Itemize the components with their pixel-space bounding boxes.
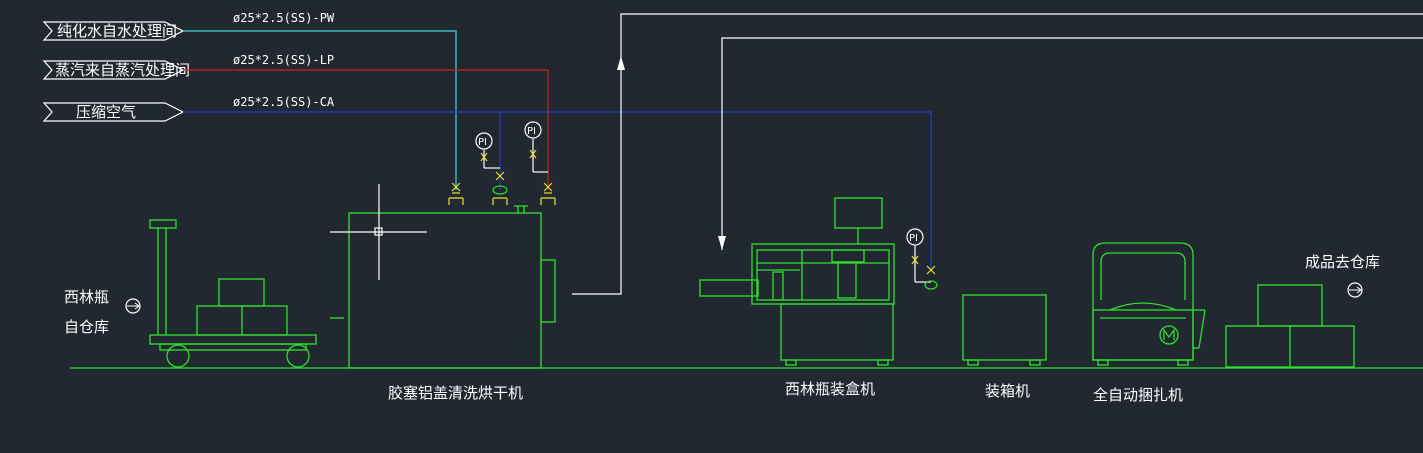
label-washer: 胶塞铝盖清洗烘干机: [388, 384, 523, 402]
pressure-indicator-1: PI: [475, 132, 500, 169]
washer-dryer-machine: [330, 205, 556, 369]
transfer-line-1: [572, 13, 1423, 295]
valve-pw: [448, 182, 464, 205]
valve-lp: [540, 182, 556, 205]
transfer-line-2: [721, 37, 1423, 250]
source-tag-lp: 蒸汽来自蒸汽处理间: [42, 60, 190, 80]
label-caser: 装箱机: [985, 382, 1030, 400]
pipe-ca: [183, 111, 932, 270]
source-label-ca: 压缩空气: [76, 103, 136, 121]
pipe-pw: [183, 30, 457, 190]
label-vial-from-store-1: 西林瓶: [64, 288, 109, 306]
valve-ca: [492, 171, 508, 205]
circle-marker-left-icon: [125, 298, 141, 314]
pipe-spec-ca: ø25*2.5(SS)-CA: [233, 95, 335, 109]
label-boxer: 西林瓶装盒机: [785, 380, 875, 398]
source-tag-pw: 纯化水自水处理间: [42, 21, 185, 41]
valve-ca-boxer: [924, 265, 938, 290]
circle-marker-right-icon: [1347, 282, 1363, 298]
pi-label-2: PI: [527, 126, 536, 137]
source-tag-ca: 压缩空气: [42, 102, 185, 122]
arrow-up-icon: [617, 56, 625, 70]
pi-label-3: PI: [909, 233, 918, 244]
label-to-store: 成品去仓库: [1305, 253, 1380, 271]
pressure-indicator-2: PI: [524, 121, 548, 173]
finished-goods-boxes: [1225, 284, 1355, 368]
source-label-lp: 蒸汽来自蒸汽处理间: [55, 61, 190, 79]
pipe-spec-lp: ø25*2.5(SS)-LP: [233, 53, 334, 67]
vial-cartoning-machine: [699, 197, 895, 366]
arrow-down-icon: [718, 236, 726, 250]
crosshair-cursor-icon[interactable]: [330, 184, 427, 280]
label-strapper: 全自动捆扎机: [1093, 386, 1183, 404]
cart-with-boxes: [149, 219, 317, 368]
label-vial-from-store-2: 自仓库: [64, 318, 109, 336]
source-label-pw: 纯化水自水处理间: [57, 22, 177, 40]
case-packer-machine: [962, 294, 1047, 366]
pipe-spec-pw: ø25*2.5(SS)-PW: [233, 11, 335, 25]
pi-label-1: PI: [478, 137, 487, 148]
pipe-lp: [183, 69, 549, 190]
strapping-machine: [1092, 242, 1206, 366]
motor-icon: [1159, 325, 1179, 345]
